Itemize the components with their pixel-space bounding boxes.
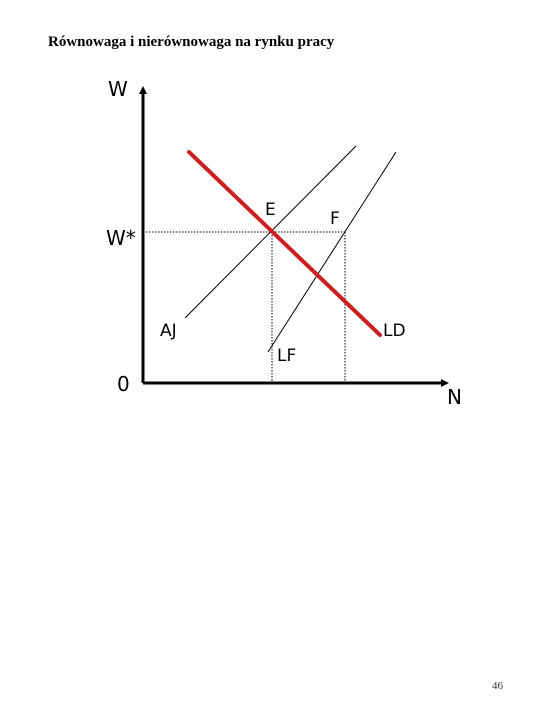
point-f-label: F — [330, 209, 340, 229]
x-axis-label: N — [447, 385, 462, 409]
page-title: Równowaga i nierównowaga na rynku pracy — [48, 34, 335, 50]
page-number: 46 — [492, 680, 503, 692]
wage-label: W* — [106, 226, 136, 250]
lf-label: LF — [277, 346, 296, 366]
y-axis-label: W — [108, 77, 128, 101]
aj-label: AJ — [160, 321, 177, 341]
ld-label: LD — [383, 321, 406, 341]
point-e-label: E — [265, 200, 276, 220]
ld-curve — [187, 150, 382, 337]
origin-label: 0 — [117, 372, 130, 396]
lf-curve — [267, 151, 397, 353]
